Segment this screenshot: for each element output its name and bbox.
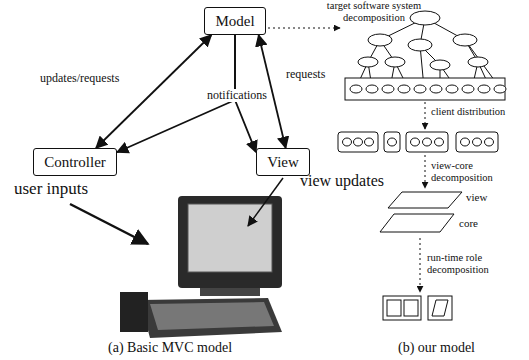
edge-label: updates/requests [38,72,121,85]
role-boxes [383,296,452,320]
input-label: user inputs [14,180,88,199]
mvc-box: Controller [33,148,117,176]
plane-label: view [466,191,487,203]
tree-illustration [345,11,506,100]
computer-illustration [120,196,282,338]
view-arrow [248,178,283,226]
annotation: target software system decomposition [318,0,430,23]
input-arrow [70,204,148,244]
edge-label: requests [284,68,327,81]
annotation: run-time role decomposition [427,252,527,275]
dotted-arrow [268,28,340,29]
mvc-box: Model [204,7,266,35]
view-plane [388,192,462,208]
annotation: client distribution [431,106,505,118]
output-label: view updates [300,172,384,190]
caption: (a) Basic MVC model [108,340,232,355]
caption: (b) our model [398,340,475,355]
mvc-box: View [256,148,310,176]
edge-note: notifications [205,89,269,102]
client-boxes [338,132,498,152]
box-text: Controller [44,154,106,171]
plane-label: core [459,217,478,229]
annotation: view-core decomposition [431,160,523,183]
dotted-arrow [420,238,421,292]
dotted-arrow [425,155,426,188]
connector [96,35,211,148]
box-text: View [267,154,299,171]
core-plane [380,214,454,232]
box-text: Model [215,13,254,30]
dotted-arrow [425,102,426,129]
